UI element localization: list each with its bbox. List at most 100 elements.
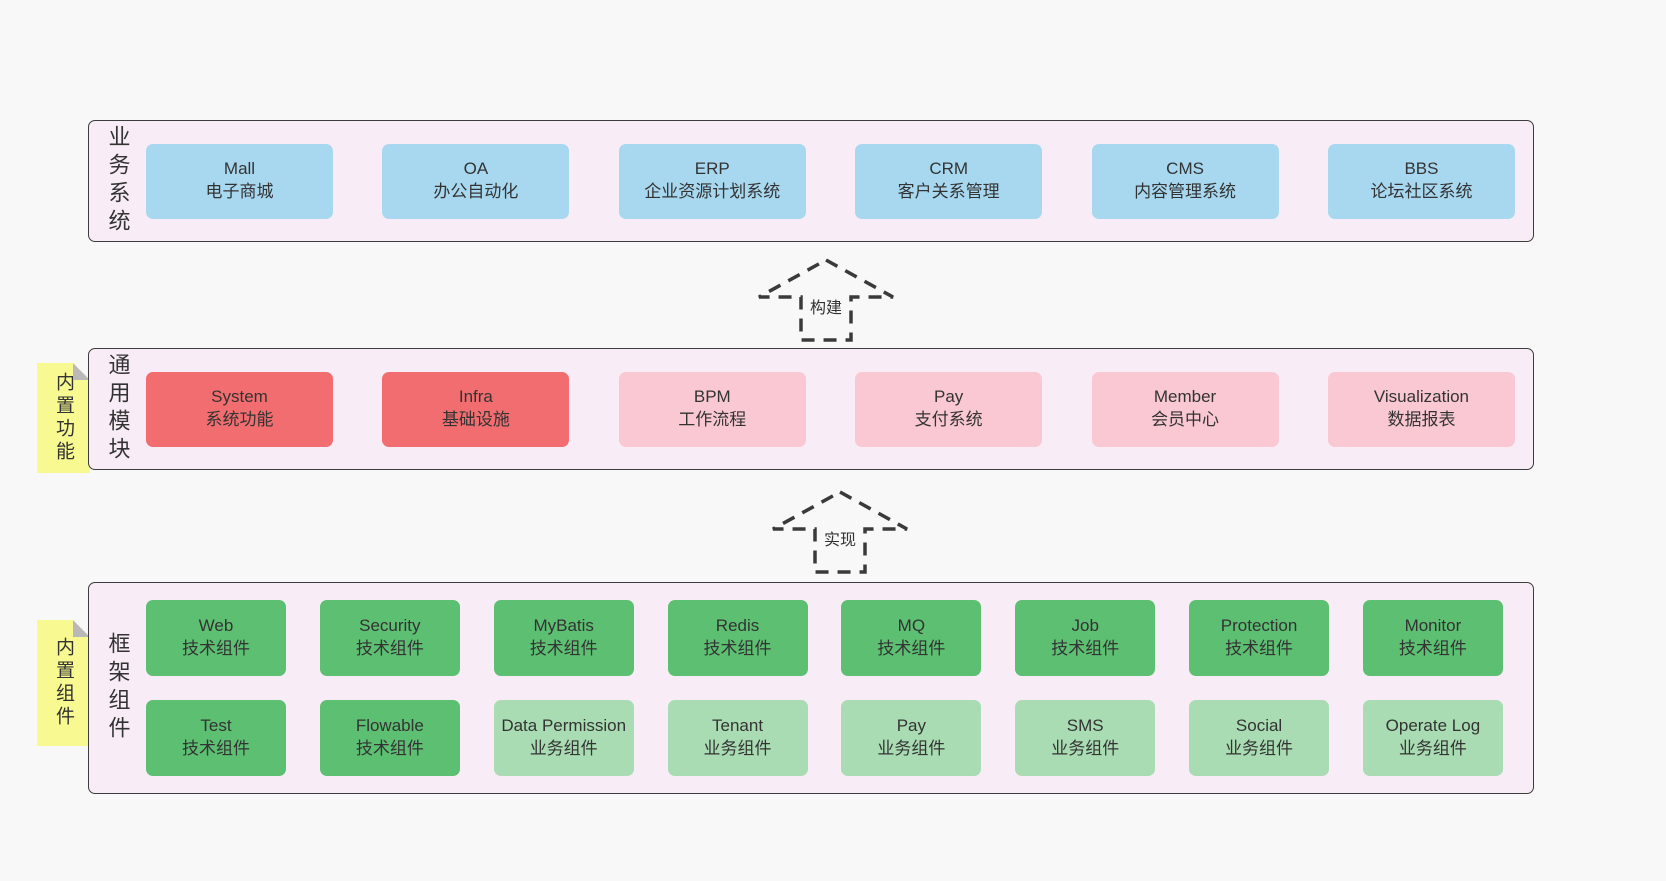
layer-label: 框架组件 [105,632,131,744]
box-row: System 系统功能 Infra 基础设施 BPM 工作流程 Pay 支付系统 Member 会… [146,371,1515,447]
box-subtitle: 会员中心 [1151,410,1220,429]
module-box-web: Web 技术组件 [146,600,286,676]
box-subtitle: 论坛社区系统 [1370,182,1473,201]
box-title: Protection [1220,616,1298,636]
box-subtitle: 支付系统 [914,410,983,429]
module-box-monitor: Monitor 技术组件 [1362,600,1503,676]
box-title: Web [198,616,234,636]
layer-label: 通用模块 [105,353,131,465]
box-subtitle: 业务组件 [1225,739,1294,758]
module-box-infra: Infra 基础设施 [382,371,570,447]
layer-rows: System 系统功能 Infra 基础设施 BPM 工作流程 Pay 支付系统 Member 会… [146,349,1533,469]
module-box-bpm: BPM 工作流程 [618,371,806,447]
box-subtitle: 技术组件 [703,639,772,658]
module-box-social: Social 业务组件 [1189,700,1330,776]
module-box-mall: Mall 电子商城 [146,143,333,219]
box-title: Monitor [1404,616,1462,636]
box-title: Visualization [1373,387,1470,407]
box-subtitle: 数据报表 [1387,410,1456,429]
box-title: Pay [934,387,964,407]
box-title: ERP [694,159,730,179]
implement-arrow-label: 实现 [820,525,860,551]
build-arrow: 构建 [756,257,896,343]
box-subtitle: 技术组件 [529,639,598,658]
box-title: Infra [458,387,493,407]
box-subtitle: 业务组件 [877,739,946,758]
box-subtitle: 技术组件 [182,639,250,658]
module-box-operate-log: Operate Log 业务组件 [1362,700,1503,776]
up-arrow-icon [772,490,908,574]
module-box-pay: Pay 业务组件 [841,700,982,776]
implement-arrow: 实现 [770,489,910,575]
box-title: Security [359,616,421,636]
layer-label-column: 通用模块 [89,349,146,469]
box-title: Tenant [712,716,764,736]
box-subtitle: 业务组件 [703,739,772,758]
box-subtitle: 业务组件 [529,739,598,758]
box-subtitle: 技术组件 [1398,639,1467,658]
sticky-note-label: 内置功能 [53,372,74,464]
box-title: CMS [1166,159,1204,179]
module-box-security: Security 技术组件 [319,600,460,676]
module-box-visualization: Visualization 数据报表 [1327,371,1515,447]
box-subtitle: 工作流程 [678,410,747,429]
box-title: Flowable [355,716,424,736]
box-subtitle: 业务组件 [1398,739,1467,758]
module-box-system: System 系统功能 [146,371,333,447]
module-box-cms: CMS 内容管理系统 [1091,143,1279,219]
box-title: SMS [1066,716,1104,736]
box-subtitle: 业务组件 [1051,739,1120,758]
box-subtitle: 技术组件 [355,639,424,658]
box-title: Data Permission [501,716,627,736]
box-subtitle: 内容管理系统 [1134,182,1237,201]
module-box-data-permission: Data Permission 业务组件 [493,700,634,776]
box-title: CRM [929,159,969,179]
box-title: BBS [1404,159,1439,179]
sticky-note-label: 内置组件 [53,637,74,729]
box-title: Mall [223,159,256,179]
box-subtitle: 办公自动化 [433,182,519,201]
module-box-erp: ERP 企业资源计划系统 [618,143,806,219]
box-subtitle: 技术组件 [877,639,946,658]
box-subtitle: 技术组件 [1051,639,1120,658]
box-subtitle: 基础设施 [441,410,510,429]
box-title: Member [1153,387,1217,407]
box-subtitle: 系统功能 [205,410,274,429]
box-title: System [211,387,268,407]
module-box-job: Job 技术组件 [1015,600,1156,676]
layer-common-modules: 通用模块 System 系统功能 Infra 基础设施 BPM 工作流程 Pay 支付系统 Me… [88,348,1534,470]
box-title: Operate Log [1385,716,1481,736]
module-box-tenant: Tenant 业务组件 [667,700,808,776]
box-subtitle: 技术组件 [1225,639,1294,658]
box-title: Pay [896,716,927,736]
layer-label-column: 业务系统 [89,121,146,241]
layer-label: 业务系统 [105,125,131,237]
box-title: Test [200,716,232,736]
module-box-member: Member 会员中心 [1091,371,1279,447]
module-box-mq: MQ 技术组件 [841,600,982,676]
module-box-oa: OA 办公自动化 [382,143,570,219]
build-arrow-label: 构建 [806,293,846,319]
box-title: BPM [693,387,731,407]
box-title: Social [1235,716,1283,736]
box-title: MQ [897,616,926,636]
up-arrow-icon [758,258,894,342]
box-subtitle: 电子商城 [205,182,274,201]
box-subtitle: 企业资源计划系统 [644,182,781,201]
sticky-note-builtin-components: 内置组件 [37,620,90,746]
box-title: OA [463,159,489,179]
box-title: Job [1071,616,1099,636]
module-box-sms: SMS 业务组件 [1015,700,1156,776]
sticky-note-builtin-features: 内置功能 [37,363,90,473]
